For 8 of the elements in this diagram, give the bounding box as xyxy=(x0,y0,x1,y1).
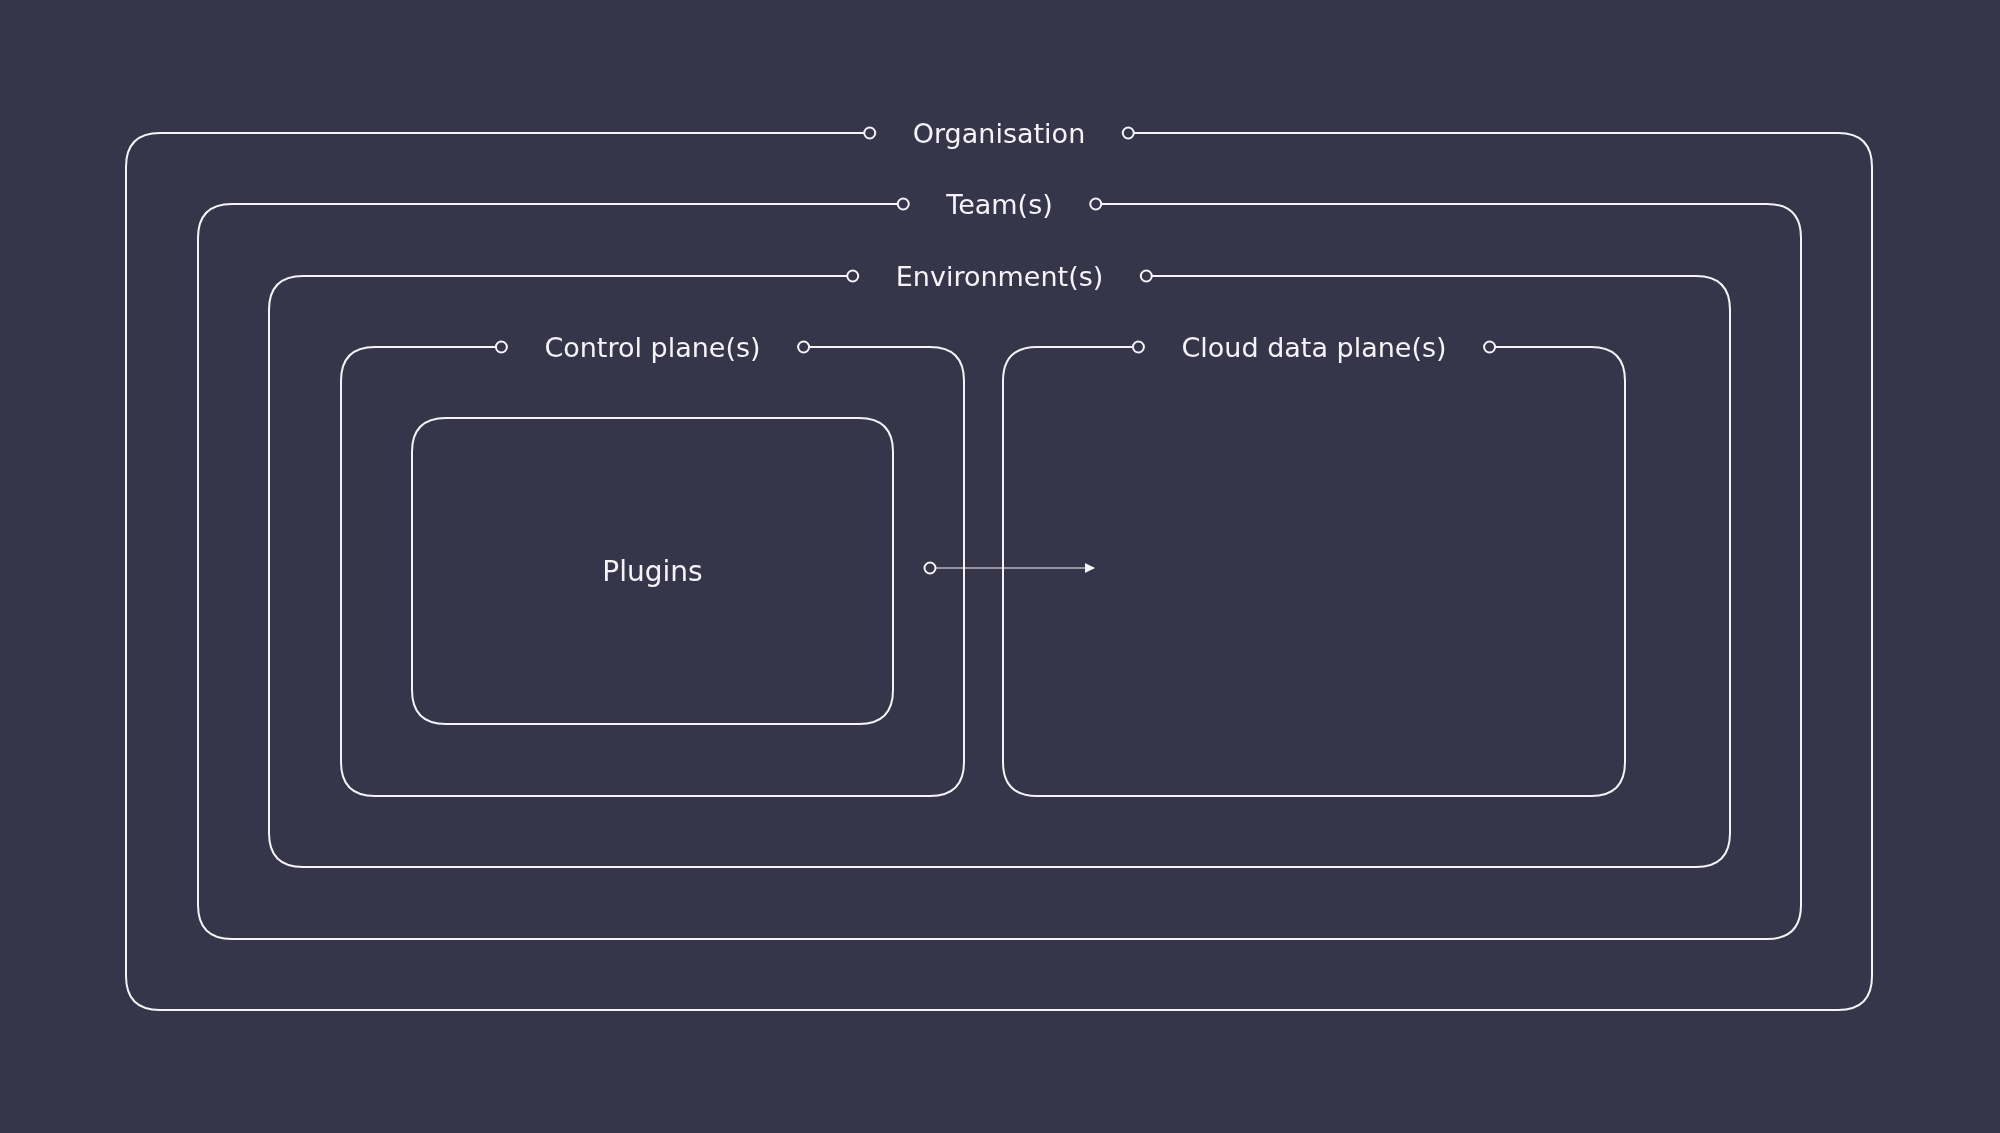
frame-title: Control plane(s) xyxy=(544,331,761,363)
frame-title: Organisation xyxy=(912,117,1086,149)
component-box xyxy=(412,418,893,724)
frame-title: Environment(s) xyxy=(895,260,1104,292)
frame-title: Team(s) xyxy=(946,188,1053,220)
frame-title: Cloud data plane(s) xyxy=(1181,331,1447,363)
box-label: Plugins xyxy=(602,554,703,588)
arrow xyxy=(923,561,1095,575)
